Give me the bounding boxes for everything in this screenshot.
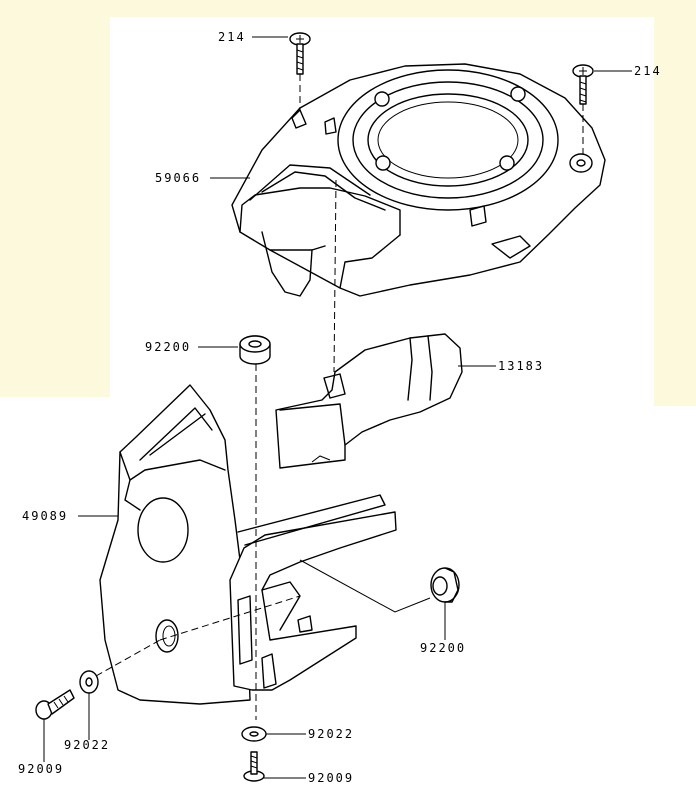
label-grommet-upper: 92200 <box>145 340 192 354</box>
cylinder-shroud-part <box>99 384 397 705</box>
label-bolt-left: 92009 <box>18 762 65 776</box>
washer-left-part <box>79 670 99 694</box>
assembly-lines <box>95 74 584 720</box>
label-washer-left: 92022 <box>64 738 111 752</box>
label-air-guide: 13183 <box>498 359 545 373</box>
label-screw-top-left: 214 <box>218 30 246 44</box>
label-grommet-lower: 92200 <box>420 641 467 655</box>
screw-top-right-part <box>572 64 594 105</box>
label-screw-top-right: 214 <box>634 64 662 78</box>
washer-bottom-part <box>241 726 267 742</box>
grommet-upper-part <box>239 335 271 365</box>
screw-top-left-part <box>289 32 311 75</box>
bolt-bottom-part <box>243 751 265 782</box>
label-cylinder-shroud: 49089 <box>22 509 69 523</box>
label-fan-housing: 59066 <box>155 171 202 185</box>
grommet-lower-part <box>430 567 460 603</box>
leader-lines <box>43 36 632 779</box>
air-guide-part <box>275 333 463 469</box>
fan-housing-part <box>231 63 606 297</box>
label-washer-bottom: 92022 <box>308 727 355 741</box>
label-bolt-bottom: 92009 <box>308 771 355 785</box>
